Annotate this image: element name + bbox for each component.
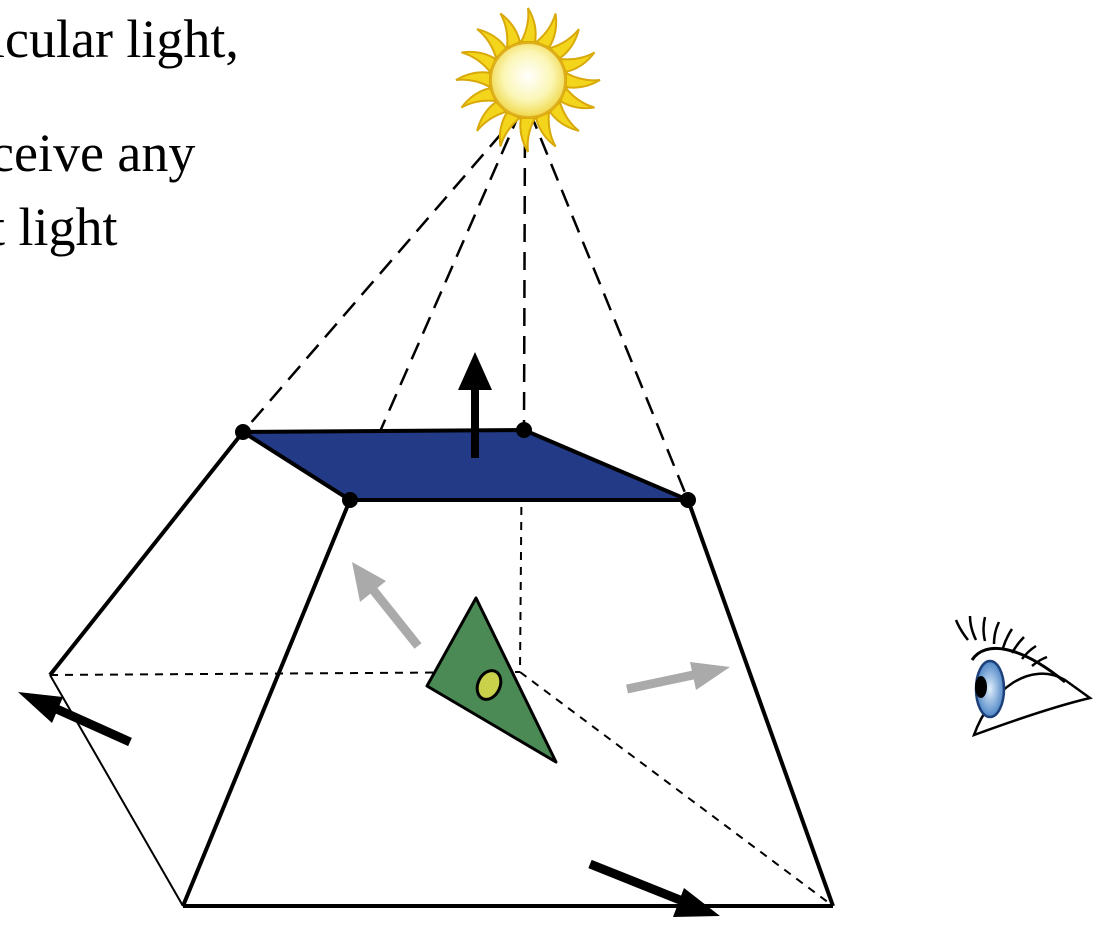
sun-ray — [498, 111, 522, 147]
sun-ray — [558, 51, 596, 74]
sun-ray — [519, 7, 537, 43]
sun-ray — [534, 13, 558, 49]
vertex — [342, 492, 358, 508]
light-ray-3 — [522, 111, 527, 431]
sun-ray — [476, 100, 508, 132]
top-face — [241, 428, 690, 502]
sun-ray — [460, 86, 498, 109]
gray-normal-arrow-right — [626, 662, 730, 694]
sun-ray — [476, 28, 508, 60]
sun-ray — [548, 28, 580, 60]
vertex — [235, 424, 251, 440]
eye-icon — [954, 615, 1093, 738]
sun-ray — [565, 71, 601, 89]
vertex — [680, 492, 696, 508]
hidden-edge-back-right — [519, 671, 834, 907]
caption-line-2: ceive any — [0, 123, 196, 183]
vertex — [516, 422, 532, 438]
sun-ray — [559, 86, 595, 110]
light-ray-4 — [528, 111, 690, 501]
edge-front-left — [181, 499, 352, 907]
hidden-edge-back-vertical — [519, 431, 523, 673]
sun-ray — [461, 50, 497, 74]
edge-front-right — [686, 499, 835, 907]
black-normal-arrow-bottom — [588, 859, 720, 917]
black-normal-arrow-left — [18, 692, 132, 747]
light-ray-1 — [242, 111, 521, 433]
sun-ray — [548, 100, 580, 132]
sun-ray — [455, 71, 491, 89]
top-normal-arrow — [458, 352, 492, 458]
visible-edges — [48, 430, 835, 908]
edge-left-lower — [49, 674, 184, 907]
occluded-triangle — [425, 596, 558, 764]
edge-left-upper — [48, 430, 245, 677]
vertices — [235, 422, 696, 508]
caption-line-1: icular light, — [0, 9, 239, 69]
sun-ray — [499, 12, 522, 50]
gray-normal-arrow-upleft — [352, 562, 422, 649]
sun-ray — [534, 110, 557, 148]
sun-ray — [519, 117, 537, 153]
sample-point — [475, 669, 503, 701]
caption-line-3: t light — [0, 197, 118, 257]
sun-icon — [455, 7, 601, 153]
